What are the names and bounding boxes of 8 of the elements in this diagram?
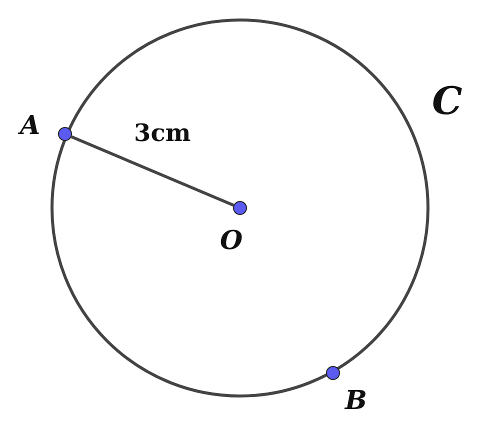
point-dot [326, 366, 340, 380]
point-label: A [20, 113, 40, 139]
point-dot [233, 201, 247, 215]
point-label: B [345, 388, 367, 414]
curve-label: C [432, 82, 462, 120]
point-dot [58, 127, 72, 141]
line-segment [70, 135, 234, 207]
point-label: O [220, 228, 243, 254]
